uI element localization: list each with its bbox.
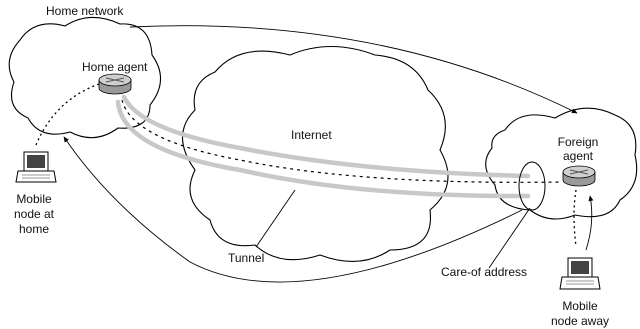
foreign-agent-label-line2: agent xyxy=(563,149,594,163)
mobile-node-home-laptop-icon xyxy=(15,151,57,183)
foreign-network-cloud xyxy=(485,107,638,220)
home-agent-router-icon xyxy=(98,73,132,95)
tunnel-pointer-line xyxy=(255,189,296,248)
tunnel-packet-path xyxy=(121,99,563,183)
home-network-label: Home network xyxy=(46,4,124,18)
tunnel-label: Tunnel xyxy=(228,251,264,265)
care-of-pointer-line xyxy=(488,207,531,269)
mobile-home-label-line2: node at xyxy=(14,207,55,221)
tunnel-band-upper xyxy=(121,94,531,179)
internet-cloud xyxy=(182,45,449,262)
home-network-cloud xyxy=(8,16,162,139)
home-agent-label: Home agent xyxy=(82,60,148,74)
care-of-address-circle xyxy=(518,161,546,211)
internet-label: Internet xyxy=(291,128,332,142)
foreign-delivery-dotted-path xyxy=(573,189,577,247)
return-arrow xyxy=(63,136,523,283)
uplink-arrow xyxy=(585,195,594,251)
mobile-home-label-line1: Mobile xyxy=(16,192,52,206)
mobile-away-label-line2: node away xyxy=(551,314,609,328)
foreign-agent-router-icon xyxy=(562,165,596,187)
care-of-address-label: Care-of address xyxy=(441,265,527,279)
mobile-away-label-line1: Mobile xyxy=(562,299,598,313)
foreign-agent-label-line1: Foreign xyxy=(558,135,599,149)
tunnel-band-lower xyxy=(115,99,531,199)
redirect-arrow xyxy=(129,25,578,114)
mobile-node-away-laptop-icon xyxy=(559,257,601,290)
mobile-home-label-line3: home xyxy=(19,222,49,236)
